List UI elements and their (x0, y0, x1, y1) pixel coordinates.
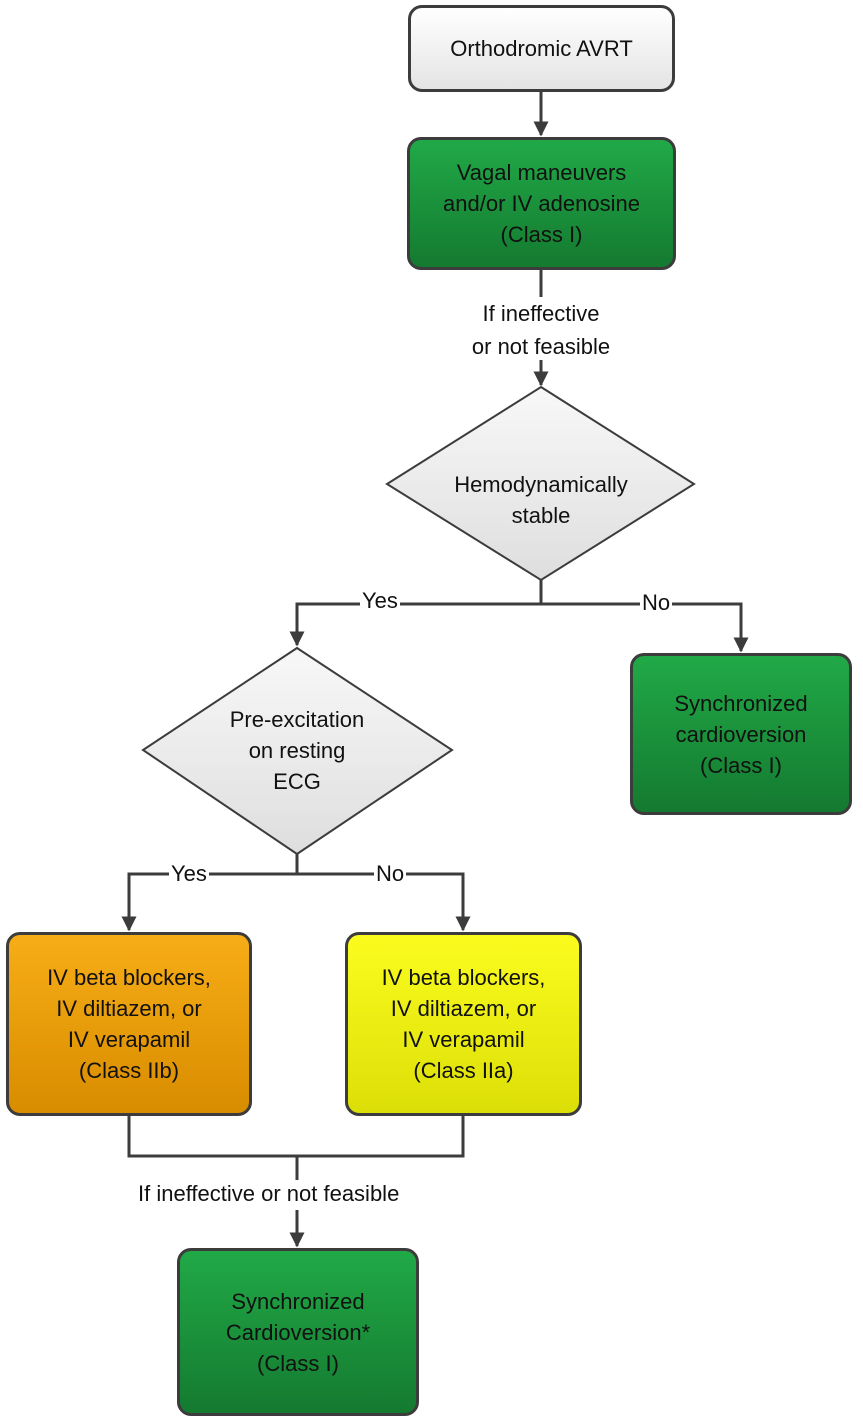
iv-drugs-class-iia-node: IV beta blockers, IV diltiazem, or IV ve… (345, 932, 582, 1116)
hemodynamically-stable-decision: Hemodynamically stable (454, 472, 628, 528)
pre-excitation-decision: Pre-excitation on resting ECG (229, 707, 365, 794)
hemo-yes-label: Yes (360, 588, 400, 613)
arrow-pre-yes (121, 854, 299, 932)
arrow-hemo-yes (289, 580, 543, 647)
synchronized-cardioversion-bottom-node: Synchronized Cardioversion* (Class I) (177, 1248, 419, 1416)
preexc-no-label: No (374, 861, 407, 886)
if-ineffective-label-top: If ineffective or not feasible (471, 301, 611, 359)
start-node: Orthodromic AVRT (408, 5, 675, 92)
hemo-no-label: No (640, 590, 673, 615)
iv-drugs-class-iib-node: IV beta blockers, IV diltiazem, or IV ve… (6, 932, 252, 1116)
line-merge (127, 1116, 465, 1158)
arrow-pre-no (297, 872, 471, 932)
synchronized-cardioversion-right-node: Synchronized cardioversion (Class I) (630, 653, 852, 815)
preexc-diamond (141, 646, 454, 856)
if-ineffective-label-bottom: If ineffective or not feasible (136, 1181, 402, 1206)
vagal-maneuvers-node: Vagal maneuvers and/or IV adenosine (Cla… (407, 137, 676, 270)
arrow-hemo-no (541, 602, 749, 653)
preexc-yes-label: Yes (169, 861, 209, 886)
hemo-diamond (385, 385, 696, 582)
